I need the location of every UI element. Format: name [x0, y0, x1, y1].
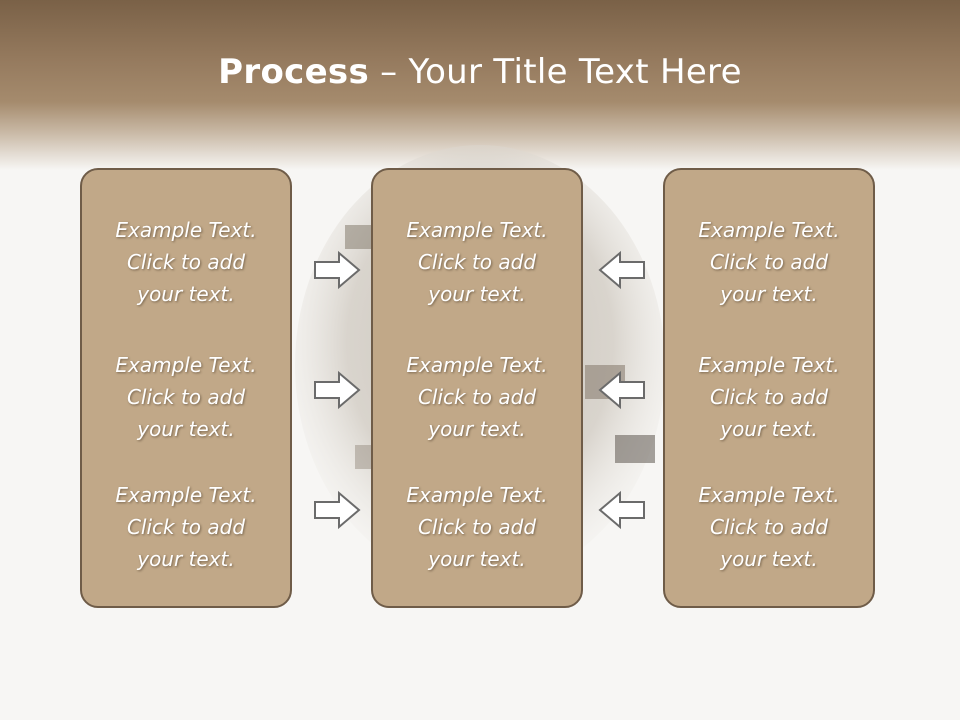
right-arrow-icon — [314, 370, 361, 410]
line: Example Text. Click to add your text. — [115, 483, 257, 571]
process-box-right[interactable]: Example Text. Click to add your text. Ex… — [663, 168, 875, 608]
right-arrow-icon — [314, 250, 361, 290]
box-text[interactable]: Example Text. Click to add your text. — [373, 349, 581, 445]
box-text[interactable]: Example Text. Click to add your text. — [665, 214, 873, 310]
box-text[interactable]: Example Text. Click to add your text. — [82, 479, 290, 575]
line: Example Text. Click to add your text. — [406, 353, 548, 441]
box-text[interactable]: Example Text. Click to add your text. — [665, 479, 873, 575]
left-arrow-icon — [598, 250, 645, 290]
title-rest: – Your Title Text Here — [369, 52, 742, 92]
box-text[interactable]: Example Text. Click to add your text. — [82, 349, 290, 445]
slide-title[interactable]: Process – Your Title Text Here — [0, 52, 960, 92]
right-arrow-icon — [314, 490, 361, 530]
title-bold: Process — [218, 52, 370, 92]
box-text[interactable]: Example Text. Click to add your text. — [373, 479, 581, 575]
line: Example Text. Click to add your text. — [115, 218, 257, 306]
process-box-center[interactable]: Example Text. Click to add your text. Ex… — [371, 168, 583, 608]
line: Example Text. Click to add your text. — [698, 483, 840, 571]
left-arrow-icon — [598, 490, 645, 530]
title-banner — [0, 0, 960, 170]
process-box-left[interactable]: Example Text. Click to add your text. Ex… — [80, 168, 292, 608]
box-text[interactable]: Example Text. Click to add your text. — [373, 214, 581, 310]
left-arrow-icon — [598, 370, 645, 410]
line: Example Text. Click to add your text. — [115, 353, 257, 441]
line: Example Text. Click to add your text. — [406, 483, 548, 571]
line: Example Text. Click to add your text. — [698, 353, 840, 441]
line: Example Text. Click to add your text. — [698, 218, 840, 306]
box-text[interactable]: Example Text. Click to add your text. — [665, 349, 873, 445]
box-text[interactable]: Example Text. Click to add your text. — [82, 214, 290, 310]
line: Example Text. Click to add your text. — [406, 218, 548, 306]
